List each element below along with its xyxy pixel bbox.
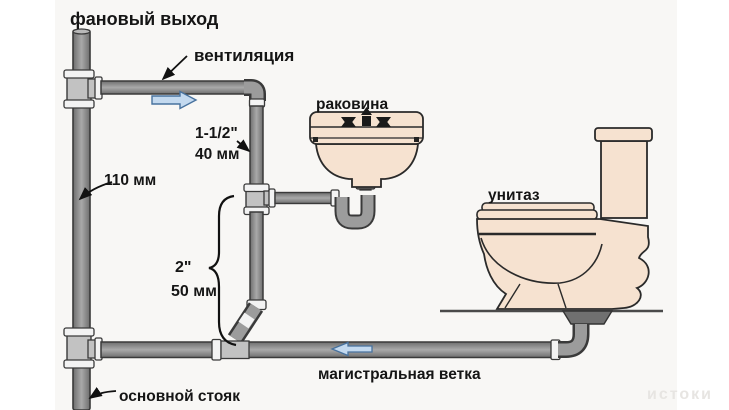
label-sink: раковина [316,96,389,113]
label-50mm-inch: 2" [175,259,191,276]
p-trap [336,195,374,228]
label-110mm: 110 мм [104,172,156,189]
angled-coupling [238,312,255,329]
label-ventilation: вентиляция [194,46,294,65]
label-main-riser: основной стояк [119,388,240,405]
main-riser-pipe [72,28,91,410]
toilet-tank [600,140,648,219]
toilet-drain [558,310,614,358]
label-main-branch: магистральная ветка [318,366,481,383]
toilet-elbow [558,324,587,356]
ventilation-leader [161,55,188,81]
main-branch-pipe [100,338,561,361]
toilet [476,127,653,310]
pipe-50mm-vertical [227,211,267,344]
main-branch-flow-arrow-icon [330,341,373,357]
ventilation-pipe [100,79,266,187]
size50-brace [208,194,237,347]
label-40mm: 40 мм [195,146,239,163]
size40-leader [236,139,251,153]
riser-bottom-tee-fitting [63,327,103,369]
label-40mm-inch: 1-1/2" [195,125,238,142]
sink [309,107,424,188]
sink-basin [315,143,419,188]
label-fan-outlet: фановый выход [70,9,219,29]
sink-mount-left [313,137,318,142]
coupling-before-wye [211,338,222,361]
toilet-seat [476,209,598,221]
vent-elbow [244,81,264,101]
pipe-40mm-vertical [249,105,264,187]
toilet-tank-lid [594,127,653,142]
riser-leader [88,387,117,399]
ventilation-flow-arrow-icon [151,90,198,110]
label-50mm: 50 мм [171,283,217,300]
sink-mount-right [414,137,419,142]
wye-fitting [220,340,250,360]
watermark: истоки [647,386,713,403]
size110-leader [78,181,113,201]
toilet-flange [561,310,614,325]
label-toilet: унитаз [488,187,540,204]
toilet-bowl [476,218,650,310]
leader-lines [78,55,251,399]
faucet-icon [341,107,391,127]
